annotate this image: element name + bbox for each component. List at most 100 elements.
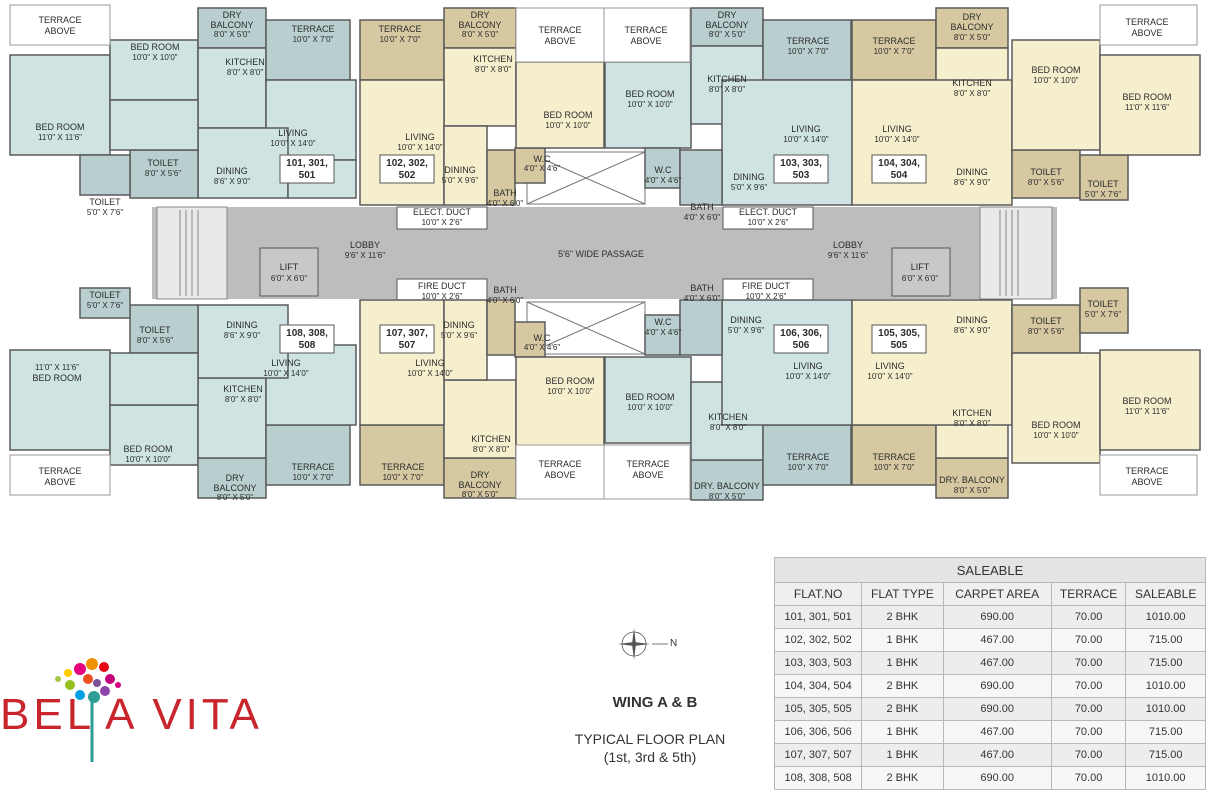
svg-text:DINING: DINING [956, 315, 988, 325]
col-header-carpet-area: CARPET AREA [942, 582, 1052, 606]
table-cell: 105, 305, 505 [773, 697, 863, 721]
svg-text:8'0" X 8'0": 8'0" X 8'0" [954, 89, 990, 98]
svg-text:8'0" X 5'0": 8'0" X 5'0" [709, 30, 745, 39]
table-cell: 690.00 [942, 605, 1052, 629]
svg-text:10'0" X 10'0": 10'0" X 10'0" [627, 403, 672, 412]
svg-text:TOILET: TOILET [89, 197, 121, 207]
svg-text:W.C: W.C [534, 333, 551, 343]
elect-duct-right [722, 206, 814, 230]
table-cell: 70.00 [1050, 605, 1127, 629]
svg-text:TERRACE: TERRACE [786, 36, 829, 46]
room-labels-top: BED ROOM 11'0" X 11'6" BED ROOM 10'0" X … [35, 10, 1171, 222]
col-header-terrace: TERRACE [1050, 582, 1127, 606]
svg-text:8'0" X 8'0": 8'0" X 8'0" [225, 395, 261, 404]
svg-text:108, 308,: 108, 308, [286, 328, 328, 339]
unit-number-box: 108, 308, 508 [279, 324, 335, 354]
table-cell: 690.00 [942, 697, 1052, 721]
table-cell: 467.00 [942, 720, 1052, 744]
svg-text:10'0" X 14'0": 10'0" X 14'0" [263, 369, 308, 378]
svg-text:BED ROOM: BED ROOM [1122, 396, 1171, 406]
svg-text:TOILET: TOILET [147, 158, 179, 168]
svg-text:W.C: W.C [655, 165, 672, 175]
svg-text:BALCONY: BALCONY [213, 483, 256, 493]
table-cell: 467.00 [942, 651, 1052, 675]
table-cell: 104, 304, 504 [773, 674, 863, 698]
svg-text:DINING: DINING [226, 320, 258, 330]
brand-name-right: A VITA [105, 690, 263, 739]
svg-text:TOILET: TOILET [1087, 179, 1119, 189]
central-shaft [526, 151, 646, 355]
svg-text:KITCHEN: KITCHEN [223, 384, 263, 394]
svg-text:W.C: W.C [655, 317, 672, 327]
terrace-above-label: TERRACE [626, 459, 669, 469]
col-header-flat-type: FLAT TYPE [861, 582, 944, 606]
svg-text:10'0" X 7'0": 10'0" X 7'0" [874, 47, 915, 56]
svg-text:TERRACE: TERRACE [381, 462, 424, 472]
svg-text:TERRACE: TERRACE [872, 452, 915, 462]
lift-right [891, 247, 951, 297]
lift-left-name: LIFT [280, 262, 299, 272]
svg-text:BED ROOM: BED ROOM [35, 122, 84, 132]
svg-text:BALCONY: BALCONY [210, 20, 253, 30]
table-cell: 1 BHK [861, 651, 944, 675]
svg-text:DINING: DINING [730, 315, 762, 325]
svg-text:10'0" X 10'0": 10'0" X 10'0" [545, 121, 590, 130]
svg-text:KITCHEN: KITCHEN [952, 408, 992, 418]
svg-text:5'0" X 7'6": 5'0" X 7'6" [87, 208, 123, 217]
svg-text:KITCHEN: KITCHEN [225, 57, 265, 67]
svg-text:8'0" X 8'0": 8'0" X 8'0" [954, 419, 990, 428]
svg-text:8'0" X 5'0": 8'0" X 5'0" [709, 492, 745, 501]
svg-text:DRY: DRY [223, 10, 242, 20]
terrace-above-label: TERRACE [538, 459, 581, 469]
lift-right-dim: 6'0" X 6'0" [902, 274, 938, 283]
staircase-left [156, 206, 228, 300]
unit-107 [359, 299, 605, 499]
svg-text:10'0" X 10'0": 10'0" X 10'0" [132, 53, 177, 62]
unit-number-box: 103, 303, 503 [773, 154, 829, 184]
svg-text:BED ROOM: BED ROOM [1031, 420, 1080, 430]
table-cell: 70.00 [1050, 766, 1127, 790]
table-cell: 467.00 [942, 743, 1052, 767]
svg-text:TOILET: TOILET [1030, 167, 1062, 177]
terrace-above-label: TERRACE [538, 25, 581, 35]
svg-text:8'0" X 8'0": 8'0" X 8'0" [475, 65, 511, 74]
svg-text:10'0" X 14'0": 10'0" X 14'0" [785, 372, 830, 381]
terrace-above-label: TERRACE [38, 15, 81, 25]
elect-duct-dim: 10'0" X 2'6" [748, 218, 789, 227]
svg-text:LIVING: LIVING [271, 358, 301, 368]
svg-text:TERRACE: TERRACE [872, 36, 915, 46]
svg-text:4'0" X 6'0": 4'0" X 6'0" [487, 199, 523, 208]
svg-text:104, 304,: 104, 304, [878, 158, 920, 169]
svg-text:TERRACE: TERRACE [378, 24, 421, 34]
table-cell: 690.00 [942, 766, 1052, 790]
svg-text:10'0" X 14'0": 10'0" X 14'0" [397, 143, 442, 152]
svg-text:DRY: DRY [226, 473, 245, 483]
unit-108 [9, 287, 357, 499]
bella-vita-logo [55, 658, 121, 762]
table-cell: 106, 306, 506 [773, 720, 863, 744]
svg-text:8'0" X 8'0": 8'0" X 8'0" [473, 445, 509, 454]
terrace-above-label: ABOVE [44, 26, 75, 36]
table-cell: 70.00 [1050, 651, 1127, 675]
svg-text:TOILET: TOILET [1030, 316, 1062, 326]
svg-text:BALCONY: BALCONY [458, 480, 501, 490]
svg-text:8'0" X 8'0": 8'0" X 8'0" [709, 85, 745, 94]
table-cell: 70.00 [1050, 697, 1127, 721]
unit-number-box: 101, 301, 501 [279, 154, 335, 184]
svg-text:LIVING: LIVING [278, 128, 308, 138]
lobby-right-name: LOBBY [833, 240, 863, 250]
svg-text:BALCONY: BALCONY [705, 20, 748, 30]
table-cell: 2 BHK [861, 605, 944, 629]
svg-text:106, 306,: 106, 306, [780, 328, 822, 339]
svg-text:TERRACE: TERRACE [786, 452, 829, 462]
svg-text:507: 507 [399, 340, 416, 351]
col-header-saleable: SALEABLE [1125, 582, 1206, 606]
table-cell: 2 BHK [861, 674, 944, 698]
table-cell: 107, 307, 507 [773, 743, 863, 767]
lift-right-name: LIFT [911, 262, 930, 272]
svg-text:10'0" X 10'0": 10'0" X 10'0" [1033, 76, 1078, 85]
svg-text:DRY. BALCONY: DRY. BALCONY [939, 475, 1005, 485]
terrace-above-top [9, 4, 1198, 63]
